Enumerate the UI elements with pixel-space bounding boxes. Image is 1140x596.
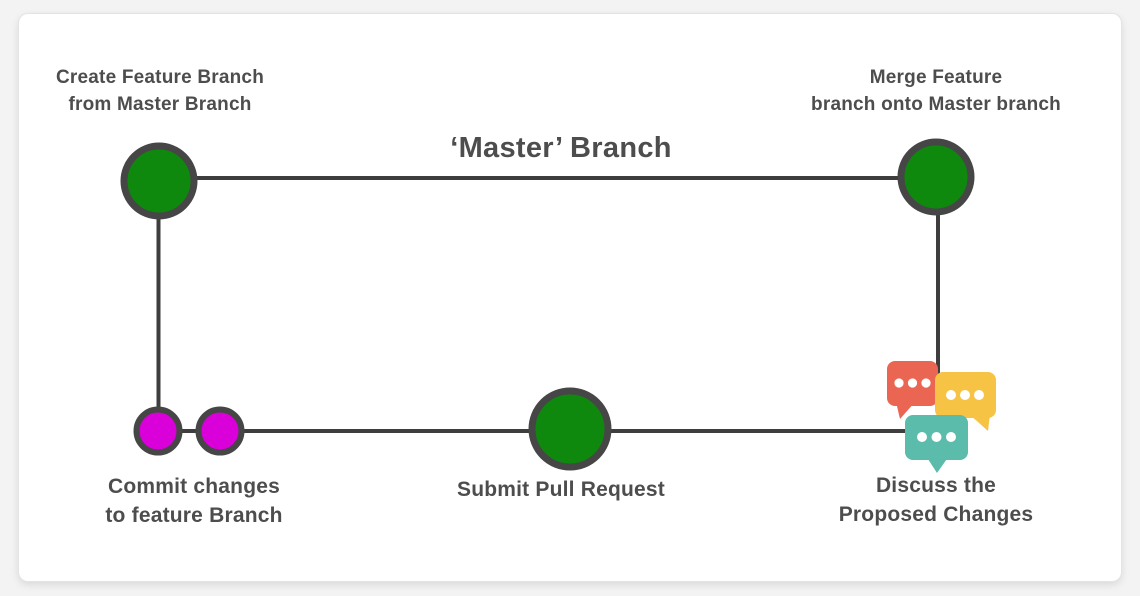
chat-bubble-yellow-icon <box>935 372 996 431</box>
chat-bubbles-icon <box>887 361 996 473</box>
merge-feature-branch-node <box>897 138 975 216</box>
create-branch-label-line2: from Master Branch <box>68 94 252 115</box>
create-branch-label-line1: Create Feature Branch <box>56 67 264 88</box>
commit-changes-label-line2: to feature Branch <box>105 504 283 527</box>
discuss-changes-label: Discuss the Proposed Changes <box>839 471 1034 529</box>
commit-changes-label: Commit changes to feature Branch <box>105 472 282 530</box>
create-feature-branch-node <box>120 142 198 220</box>
branch-lines <box>156 176 940 433</box>
merge-branch-label: Merge Feature branch onto Master branch <box>811 64 1061 118</box>
master-branch-title: ‘Master’ Branch <box>450 132 672 164</box>
commit-node-1 <box>133 406 183 456</box>
commit-changes-label-line1: Commit changes <box>107 475 280 498</box>
submit-pull-request-node <box>528 387 612 471</box>
chat-dot <box>894 378 904 388</box>
chat-dot <box>960 390 970 400</box>
create-branch-label: Create Feature Branch from Master Branch <box>56 64 264 118</box>
submit-pull-request-label-line1: Submit Pull Request <box>457 478 665 501</box>
chat-dot <box>921 378 931 388</box>
commit-node-2 <box>195 406 245 456</box>
chat-dot <box>946 390 956 400</box>
merge-branch-label-line2: branch onto Master branch <box>811 94 1061 115</box>
chat-dot <box>931 432 942 442</box>
chat-bubble-teal-icon <box>905 415 968 473</box>
merge-branch-label-line1: Merge Feature <box>869 67 1003 88</box>
submit-pull-request-label: Submit Pull Request <box>457 475 665 504</box>
chat-dot <box>946 432 956 442</box>
discuss-changes-label-line2: Proposed Changes <box>838 503 1034 526</box>
chat-bubble-red-icon <box>887 361 938 419</box>
chat-dot <box>974 390 984 400</box>
chat-dot <box>917 432 927 442</box>
discuss-changes-label-line1: Discuss the <box>875 474 997 497</box>
chat-dot <box>907 378 918 388</box>
